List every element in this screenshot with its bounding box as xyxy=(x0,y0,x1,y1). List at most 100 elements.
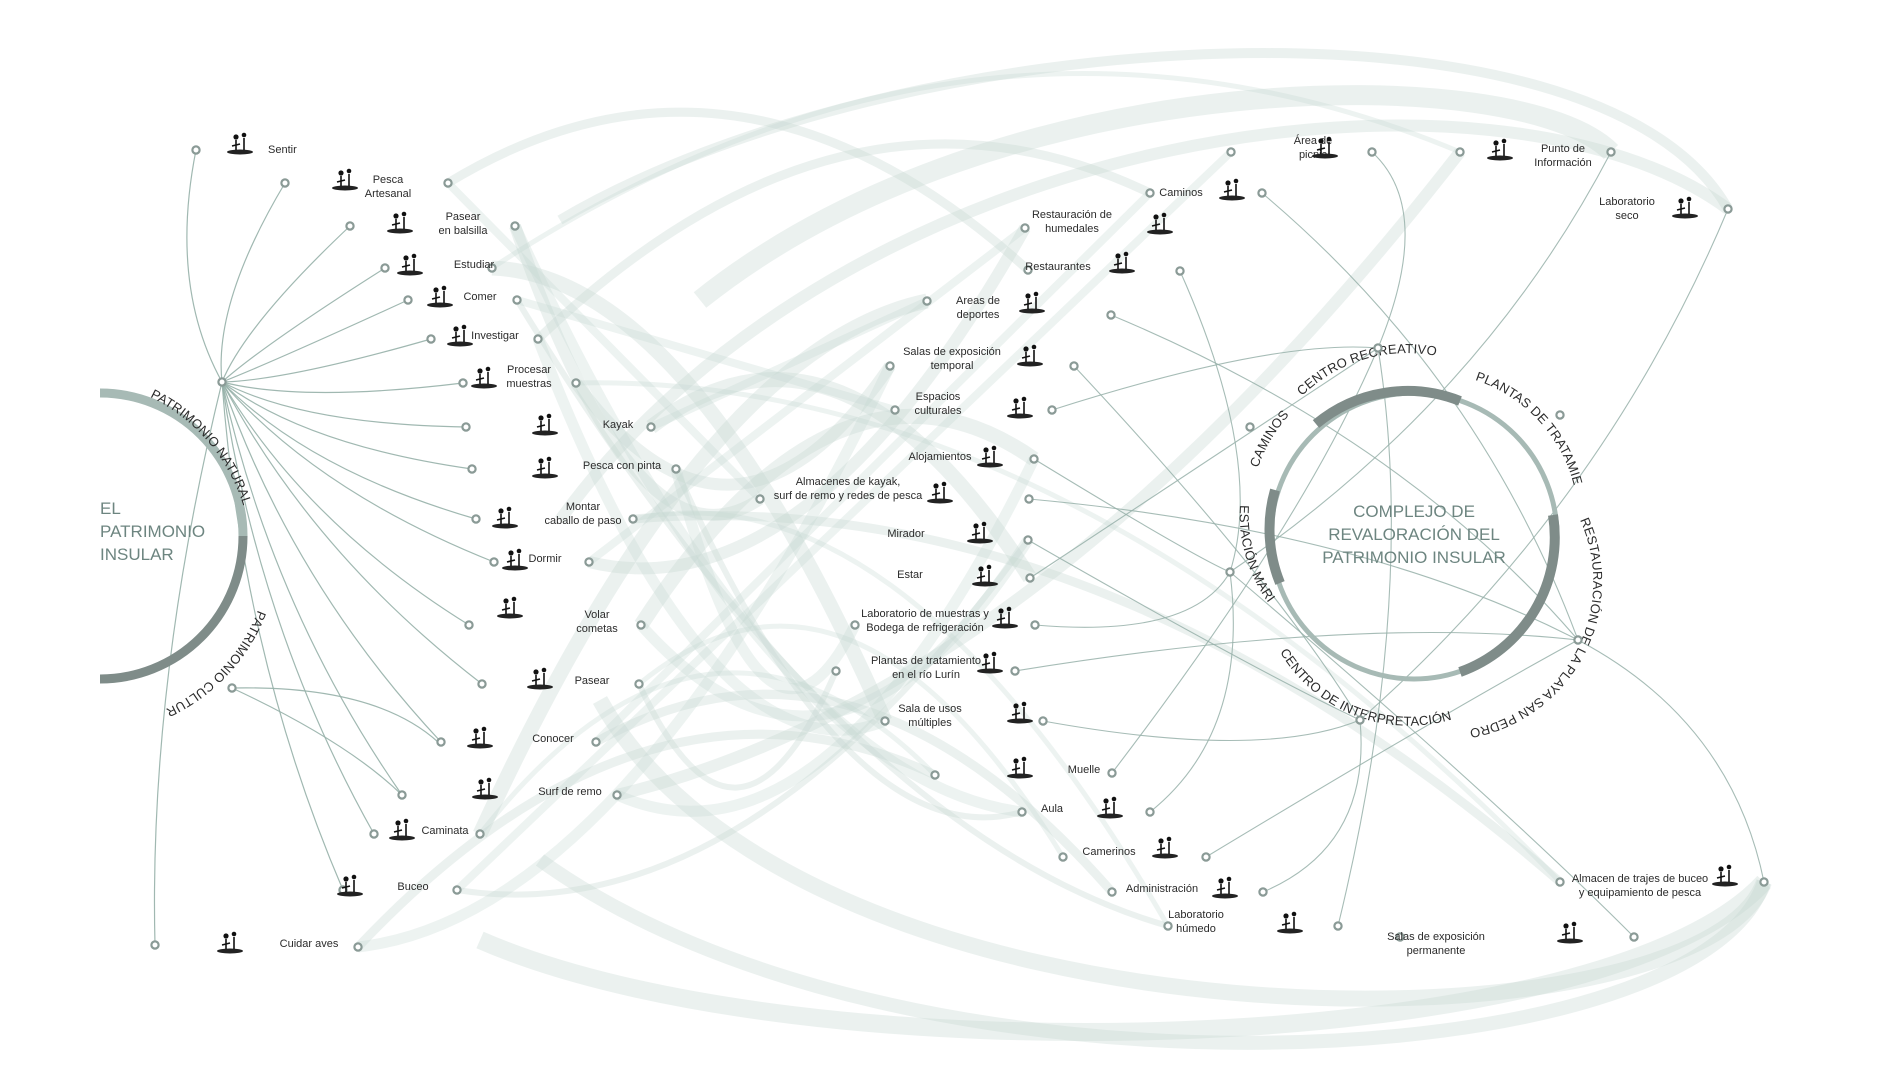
space-2-node-in[interactable] xyxy=(1455,147,1465,157)
space-7-node-out[interactable] xyxy=(1106,310,1116,320)
activity-7-node-out[interactable] xyxy=(571,378,581,388)
activity-12-node-out[interactable] xyxy=(636,620,646,630)
activity-5-node-out[interactable] xyxy=(512,295,522,305)
activity-15-node-in[interactable] xyxy=(397,790,407,800)
space-2-node-out[interactable] xyxy=(1606,147,1616,157)
space-22-node-in[interactable] xyxy=(1395,932,1405,942)
activity-2-node-in[interactable] xyxy=(280,178,290,188)
patrimonio-natural-node[interactable] xyxy=(217,377,227,387)
space-19-node-in[interactable] xyxy=(1058,852,1068,862)
restauracion-node[interactable] xyxy=(1573,635,1583,645)
space-4-node-out[interactable] xyxy=(1723,204,1733,214)
space-20-node-out[interactable] xyxy=(1258,887,1268,897)
activity-9-node-out[interactable] xyxy=(671,464,681,474)
activity-17-node-out[interactable] xyxy=(452,885,462,895)
activity-1-node-in[interactable] xyxy=(191,145,201,155)
activity-10-node-in[interactable] xyxy=(471,514,481,524)
space-16-label-line: múltiples xyxy=(908,717,952,729)
activity-16-node-in[interactable] xyxy=(369,829,379,839)
space-19-label-line: Camerinos xyxy=(1082,846,1136,858)
space-4-label-line: Laboratorio xyxy=(1599,196,1655,208)
space-18-node-out[interactable] xyxy=(1145,807,1155,817)
space-21-node-in[interactable] xyxy=(1163,921,1173,931)
activity-13-node-out[interactable] xyxy=(634,679,644,689)
space-13-node-out[interactable] xyxy=(1025,573,1035,583)
space-4-label-line: seco xyxy=(1615,210,1638,222)
activity-11-node-out[interactable] xyxy=(584,557,594,567)
patrimonio-cultural-node[interactable] xyxy=(227,683,237,693)
centro-recreativo-node[interactable] xyxy=(1373,343,1383,353)
activity-15-node-out[interactable] xyxy=(612,790,622,800)
activity-8-node-in[interactable] xyxy=(461,422,471,432)
space-19-node-out[interactable] xyxy=(1201,852,1211,862)
flow-arch xyxy=(476,875,1771,1042)
space-17-label: Muelle xyxy=(1068,764,1100,776)
space-23-node-out[interactable] xyxy=(1759,877,1769,887)
estacion-marina-node[interactable] xyxy=(1225,567,1235,577)
space-18-label-line: Aula xyxy=(1041,803,1064,815)
activity-11-node-in[interactable] xyxy=(489,557,499,567)
space-22-node-out[interactable] xyxy=(1629,932,1639,942)
space-6-node-in[interactable] xyxy=(1023,265,1033,275)
activity-4-node-in[interactable] xyxy=(380,263,390,273)
space-1-node-out[interactable] xyxy=(1367,147,1377,157)
space-8-node-out[interactable] xyxy=(1069,361,1079,371)
space-15-node-in[interactable] xyxy=(831,666,841,676)
space-15-node-out[interactable] xyxy=(1010,666,1020,676)
centro-interpretacion-node[interactable] xyxy=(1355,715,1365,725)
space-6-node-out[interactable] xyxy=(1175,266,1185,276)
activity-12-node-in[interactable] xyxy=(464,620,474,630)
activity-18-node-out[interactable] xyxy=(353,942,363,952)
space-23-node-in[interactable] xyxy=(1555,877,1565,887)
activity-4-node-out[interactable] xyxy=(487,263,497,273)
space-10-node-out[interactable] xyxy=(1029,454,1039,464)
activity-11-label-line: Dormir xyxy=(529,553,562,565)
activity-6-node-in[interactable] xyxy=(426,334,436,344)
activity-6-label: Investigar xyxy=(471,330,519,342)
activity-13-node-in[interactable] xyxy=(477,679,487,689)
space-17-node-in[interactable] xyxy=(930,770,940,780)
activity-18-node-in[interactable] xyxy=(150,940,160,950)
space-7-label-line: deportes xyxy=(957,309,1000,321)
space-20-node-in[interactable] xyxy=(1107,887,1117,897)
space-21-node-out[interactable] xyxy=(1333,921,1343,931)
activity-3-node-in[interactable] xyxy=(345,221,355,231)
space-14-node-in[interactable] xyxy=(850,620,860,630)
dressing-room-icon xyxy=(1152,836,1178,859)
activity-9-node-in[interactable] xyxy=(467,464,477,474)
space-8-node-in[interactable] xyxy=(885,361,895,371)
space-17-node-out[interactable] xyxy=(1107,768,1117,778)
space-7-node-in[interactable] xyxy=(922,296,932,306)
space-9-node-in[interactable] xyxy=(890,405,900,415)
space-3-node-in[interactable] xyxy=(1145,188,1155,198)
space-13-label: Estar xyxy=(897,569,923,581)
activity-16-node-out[interactable] xyxy=(475,829,485,839)
plantas-node[interactable] xyxy=(1555,410,1565,420)
space-11-node-out[interactable] xyxy=(1024,494,1034,504)
space-12-node-out[interactable] xyxy=(1023,535,1033,545)
space-18-node-in[interactable] xyxy=(1017,807,1027,817)
space-11-node-in[interactable] xyxy=(755,494,765,504)
activity-3-node-out[interactable] xyxy=(510,221,520,231)
activity-6-node-out[interactable] xyxy=(533,334,543,344)
space-5-node-in[interactable] xyxy=(1020,223,1030,233)
activity-7-node-in[interactable] xyxy=(458,378,468,388)
space-9-node-out[interactable] xyxy=(1047,405,1057,415)
space-3-node-out[interactable] xyxy=(1257,188,1267,198)
space-1-node-in[interactable] xyxy=(1226,147,1236,157)
activity-6-label-line: Investigar xyxy=(471,330,519,342)
activity-5-node-in[interactable] xyxy=(403,295,413,305)
activity-14-node-out[interactable] xyxy=(591,737,601,747)
activity-14-node-in[interactable] xyxy=(436,737,446,747)
activity-2-node-out[interactable] xyxy=(443,178,453,188)
activity-10-node-out[interactable] xyxy=(628,514,638,524)
space-16-node-out[interactable] xyxy=(1038,716,1048,726)
caminos-node[interactable] xyxy=(1245,422,1255,432)
space-16-node-in[interactable] xyxy=(880,716,890,726)
space-14-node-out[interactable] xyxy=(1030,620,1040,630)
activity-8-node-out[interactable] xyxy=(646,422,656,432)
